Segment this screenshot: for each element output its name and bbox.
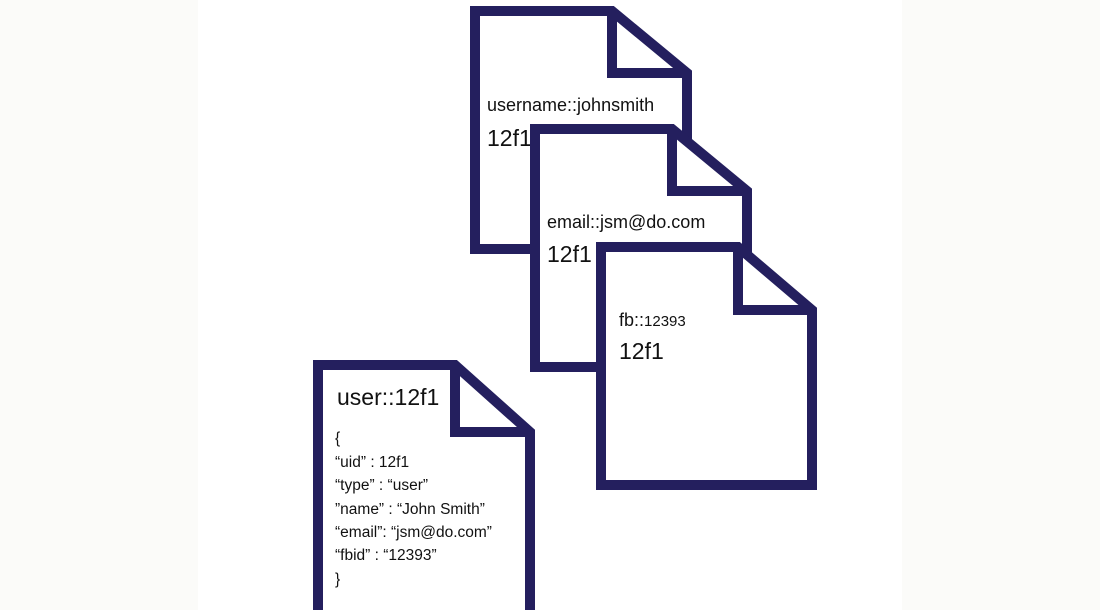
json-line: “uid” : 12f1 (335, 454, 409, 471)
document-key: username::johnsmith (487, 95, 654, 115)
document-value: 12f1 (619, 338, 664, 364)
folded-corner-icon (607, 11, 687, 78)
document-user-record: user::12f1 { “uid” : 12f1 “type” : “user… (313, 360, 535, 610)
document-outline (313, 360, 535, 610)
document-key: user::12f1 (337, 384, 439, 410)
document-value: 12f1 (487, 125, 532, 151)
left-margin-strip (0, 0, 198, 610)
folded-corner-icon (667, 129, 747, 196)
json-line: ”name” : “John Smith” (335, 501, 485, 518)
json-line: “type” : “user” (335, 477, 428, 494)
right-margin-strip (902, 0, 1100, 610)
json-line: } (335, 571, 340, 588)
document-key: fb::12393 (619, 310, 686, 330)
key-suffix: 12393 (644, 313, 686, 330)
document-value: 12f1 (547, 241, 592, 267)
json-line: “fbid” : “12393” (335, 547, 437, 564)
json-line: { (335, 430, 340, 447)
document-fb-lookup: fb::12393 12f1 (596, 242, 817, 490)
document-key: email::jsm@do.com (547, 212, 705, 232)
key-prefix: fb:: (619, 310, 644, 330)
json-line: “email”: “jsm@do.com” (335, 524, 492, 541)
folded-corner-icon (733, 247, 812, 315)
folded-corner-icon (450, 365, 530, 437)
document-outline (596, 242, 817, 490)
